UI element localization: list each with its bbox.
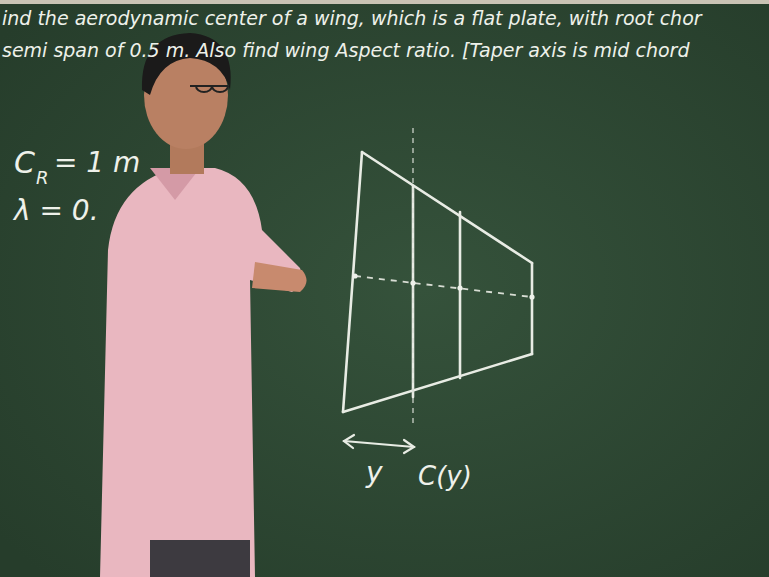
lecturer-figure bbox=[100, 33, 307, 577]
wing-planform bbox=[343, 152, 532, 412]
dimension-arrow bbox=[344, 435, 414, 453]
variable-subscript: R bbox=[36, 168, 49, 188]
dimension-label: C(y) bbox=[418, 462, 472, 491]
given-value: = 1 m bbox=[54, 148, 140, 179]
problem-statement: ind the aerodynamic center of a wing, wh… bbox=[2, 8, 702, 29]
problem-statement: semi span of 0.5 m. Also find wing Aspec… bbox=[2, 40, 689, 61]
given-value: λ = 0. bbox=[14, 196, 99, 227]
mid-chord-dots bbox=[352, 273, 534, 299]
mid-chord-line bbox=[355, 276, 532, 297]
board-frame bbox=[0, 0, 769, 4]
dimension-label: y bbox=[366, 458, 383, 489]
variable-symbol: C bbox=[14, 146, 35, 179]
center-line bbox=[412, 128, 413, 425]
